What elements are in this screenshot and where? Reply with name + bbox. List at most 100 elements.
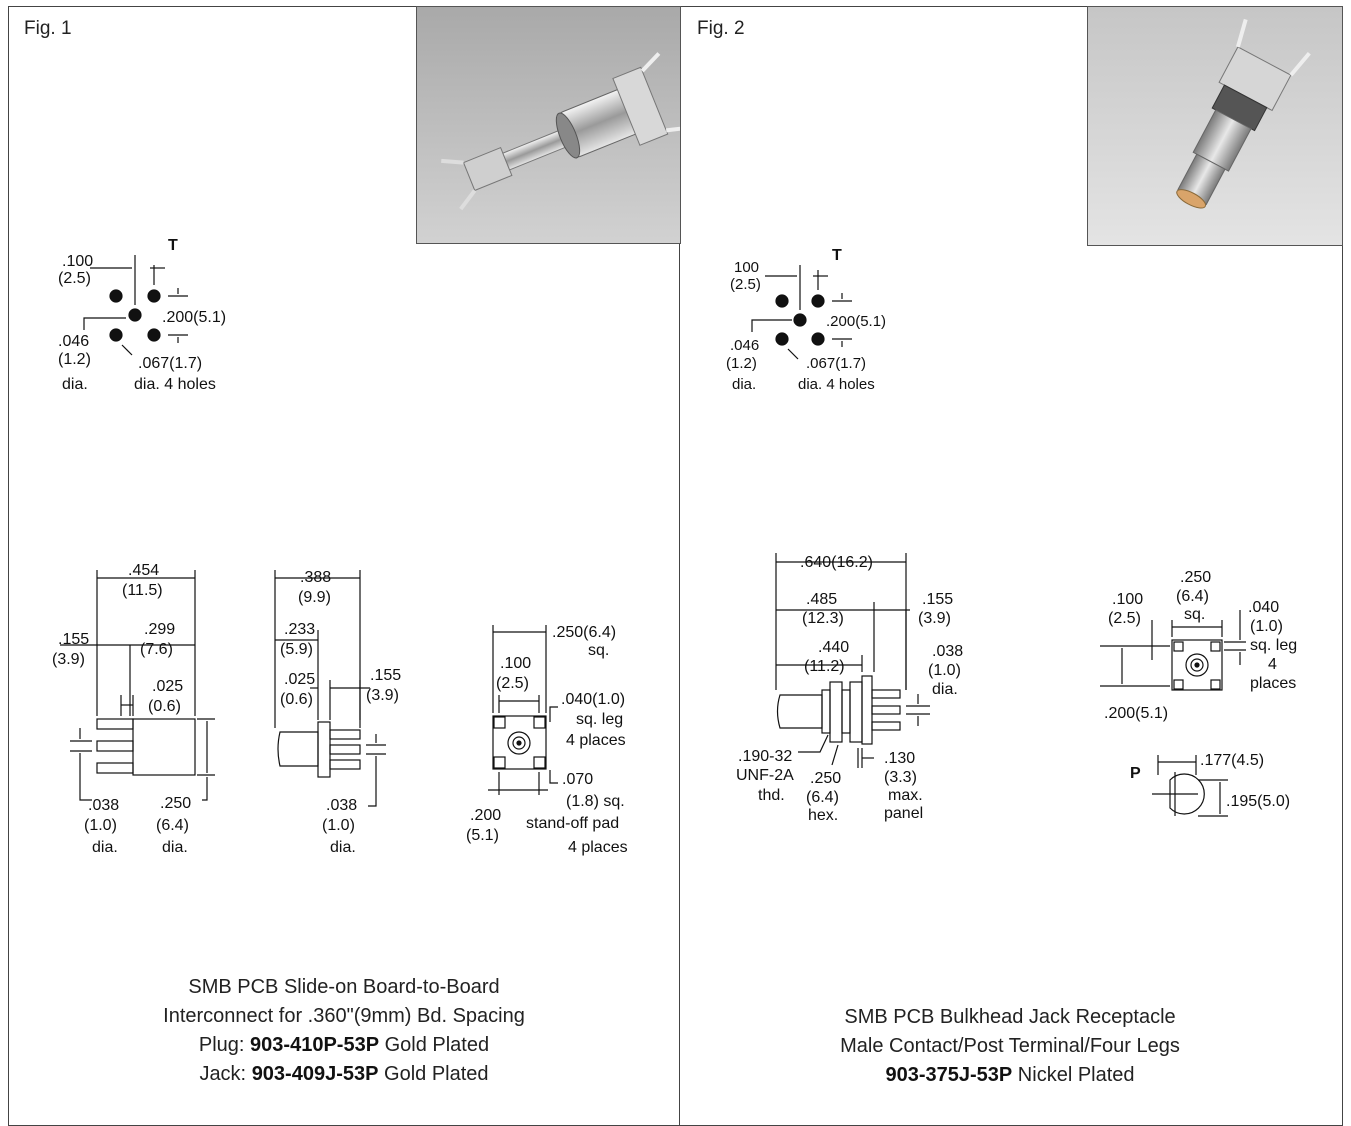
- fig2-side-panel4: panel: [884, 805, 923, 822]
- fig1-bottom-070mm: (1.8) sq.: [566, 793, 625, 810]
- fig1-caption-line1: SMB PCB Slide-on Board-to-Board: [188, 976, 500, 998]
- fig1-plug-454mm: (11.5): [122, 582, 163, 599]
- fig1-bottom-sq: sq.: [588, 642, 609, 659]
- fig2-footprint-100: 100: [734, 259, 759, 276]
- fig2-part-suffix: Nickel Plated: [1012, 1064, 1135, 1086]
- fig1-footprint-100: .100: [62, 253, 93, 270]
- fig2-side-hex2: (6.4): [806, 789, 839, 806]
- fig2-bottom-view-labels: .250 (6.4) sq. .100 (2.5) .040 (1.0) sq.…: [1104, 569, 1297, 722]
- fig1-plug-038mm: (1.0): [84, 817, 117, 834]
- fig1-caption: SMB PCB Slide-on Board-to-Board Intercon…: [80, 973, 608, 1089]
- fig1-bottom-200: .200: [470, 807, 501, 824]
- fig1-footprint-labels: T .100 (2.5) .200(5.1) .046 (1.2) dia. .…: [58, 237, 226, 393]
- fig2-side-drawing: [775, 553, 930, 768]
- fig2-side-labels: .640(16.2) .485 (12.3) .155 (3.9) .440 (…: [736, 554, 963, 824]
- fig1-footprint-holes: dia. 4 holes: [134, 376, 216, 393]
- fig2-bottom-places: places: [1250, 675, 1296, 692]
- fig2-caption-part: 903-375J-53P Nickel Plated: [750, 1061, 1270, 1090]
- fig1-bottom-places2: 4 places: [568, 839, 628, 856]
- fig1-jack-155: .155: [370, 667, 401, 684]
- fig1-bottom-places: 4 places: [566, 732, 626, 749]
- fig2-side-panel3: max.: [888, 787, 923, 804]
- fig2-side-440: .440: [818, 639, 849, 656]
- fig1-footprint-diagram: [83, 255, 188, 356]
- fig2-side-155mm: (3.9): [918, 610, 951, 627]
- fig1-jack-233: .233: [284, 621, 315, 638]
- fig2-side-038: .038: [932, 643, 963, 660]
- fig1-footprint-200: .200(5.1): [162, 309, 226, 326]
- fig1-bottom-100: .100: [500, 655, 531, 672]
- fig2-bottom-four: 4: [1268, 656, 1277, 673]
- fig2-panel-177: .177(4.5): [1200, 752, 1264, 769]
- fig2-caption-line1: SMB PCB Bulkhead Jack Receptacle: [844, 1006, 1176, 1028]
- fig2-side-panel2: (3.3): [884, 769, 917, 786]
- fig2-side-155: .155: [922, 591, 953, 608]
- fig1-plug-labels: .454 (11.5) .155 (3.9) .299 (7.6) .025 (…: [52, 562, 191, 856]
- fig2-side-038mm: (1.0): [928, 662, 961, 679]
- fig2-footprint-046mm: (1.2): [726, 355, 757, 372]
- fig1-bottom-250: .250(6.4): [552, 624, 616, 641]
- fig1-bottom-200mm: (5.1): [466, 827, 499, 844]
- fig2-footprint-200: .200(5.1): [826, 313, 886, 330]
- fig1-plug-038: .038: [88, 797, 119, 814]
- fig1-footprint-046: .046: [58, 333, 89, 350]
- fig2-bottom-view-drawing: [1100, 610, 1246, 691]
- fig1-plug-299mm: (7.6): [140, 641, 173, 658]
- fig1-plug-part-number: 903-410P-53P: [250, 1034, 380, 1056]
- fig2-bottom-250: .250: [1180, 569, 1211, 586]
- fig2-footprint-067: .067(1.7): [806, 355, 866, 372]
- fig2-side-thread2: UNF-2A: [736, 767, 794, 784]
- fig2-side-hex3: hex.: [808, 807, 838, 824]
- fig1-plug-250: .250: [160, 795, 191, 812]
- fig2-footprint-labels: T 100 (2.5) .200(5.1) .046 (1.2) dia. .0…: [726, 247, 886, 393]
- fig1-jack-025mm: (0.6): [280, 691, 313, 708]
- fig2-side-485: .485: [806, 591, 837, 608]
- fig1-jack-prefix: Jack:: [199, 1063, 252, 1085]
- fig2-bottom-040mm: (1.0): [1250, 618, 1283, 635]
- fig1-plug-155: .155: [58, 631, 89, 648]
- fig2-side-485mm: (12.3): [802, 610, 844, 627]
- fig2-footprint-holes: dia. 4 holes: [798, 376, 875, 393]
- fig1-plug-drawing: [60, 570, 215, 801]
- fig1-bottom-view-drawing: [488, 625, 558, 795]
- fig2-side-thread1: .190-32: [738, 748, 792, 765]
- fig1-footprint-067: .067(1.7): [138, 355, 202, 372]
- fig2-side-panel1: .130: [884, 750, 915, 767]
- fig1-jack-388: .388: [300, 569, 331, 586]
- fig2-footprint-046: .046: [730, 337, 759, 354]
- fig2-panel-cutout-labels: P .177(4.5) .195(5.0): [1130, 752, 1290, 810]
- fig1-caption-jack: Jack: 903-409J-53P Gold Plated: [80, 1060, 608, 1089]
- fig1-plug-prefix: Plug:: [198, 1034, 251, 1056]
- fig1-bottom-standoff: stand-off pad: [526, 815, 619, 832]
- fig1-plug-250mm: (6.4): [156, 817, 189, 834]
- fig1-label: Fig. 1: [24, 18, 72, 39]
- fig2-bottom-100: .100: [1112, 591, 1143, 608]
- fig2-bottom-sqleg: sq. leg: [1250, 637, 1297, 654]
- fig1-bottom-040: .040(1.0): [561, 691, 625, 708]
- fig1-footprint-046mm: (1.2): [58, 351, 91, 368]
- fig2-side-hex1: .250: [810, 770, 841, 787]
- fig2-panel-cutout-drawing: [1152, 755, 1228, 817]
- fig1-plug-038dia: dia.: [92, 839, 118, 856]
- fig2-footprint-t: T: [832, 247, 842, 264]
- fig2-footprint-dia: dia.: [732, 376, 756, 393]
- fig2-caption-line2: Male Contact/Post Terminal/Four Legs: [840, 1035, 1180, 1057]
- fig2-product-photo: [1087, 6, 1343, 246]
- fig1-bottom-100mm: (2.5): [496, 675, 529, 692]
- fig1-plug-025: .025: [152, 678, 183, 695]
- fig2-side-640: .640(16.2): [800, 554, 873, 571]
- fig1-product-photo: [416, 6, 681, 244]
- fig1-jack-025: .025: [284, 671, 315, 688]
- fig2-side-038dia: dia.: [932, 681, 958, 698]
- fig2-part-number: 903-375J-53P: [885, 1064, 1013, 1086]
- fig1-plug-299: .299: [144, 621, 175, 638]
- fig1-bottom-070: .070: [562, 771, 593, 788]
- fig2-bottom-sq: sq.: [1184, 606, 1205, 623]
- fig1-jack-388mm: (9.9): [298, 589, 331, 606]
- fig1-plug-suffix: Gold Plated: [379, 1034, 490, 1056]
- fig1-plug-025mm: (0.6): [148, 698, 181, 715]
- fig1-plug-454: .454: [128, 562, 159, 579]
- fig1-jack-233mm: (5.9): [280, 641, 313, 658]
- fig1-bottom-view-labels: .250(6.4) sq. .100 (2.5) .040(1.0) sq. l…: [466, 624, 628, 856]
- fig1-jack-155mm: (3.9): [366, 687, 399, 704]
